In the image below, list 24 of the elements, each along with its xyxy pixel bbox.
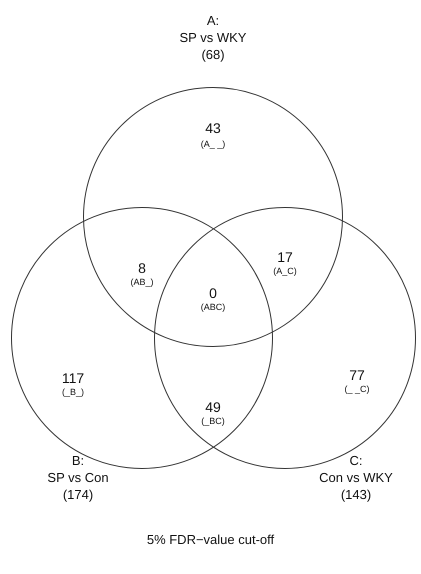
- region-count: 8: [138, 260, 146, 276]
- region-count: 17: [277, 249, 293, 265]
- region-count: 0: [209, 285, 217, 301]
- set-label: A:: [206, 12, 220, 29]
- caption: 5% FDR−value cut-off: [146, 532, 274, 547]
- region-code: (ABC): [200, 302, 226, 312]
- set-label: SP vs Con: [47, 469, 109, 486]
- set-label: SP vs WKY: [180, 29, 246, 46]
- set-label: B:: [72, 452, 84, 469]
- region-count: 49: [205, 399, 221, 415]
- region-code: (_B_): [62, 387, 84, 397]
- region-count: 117: [62, 370, 84, 386]
- region-count: 43: [205, 120, 221, 136]
- set-label: (68): [201, 46, 225, 63]
- set-label: C:: [350, 452, 362, 469]
- region-code: (_BC): [201, 416, 225, 426]
- region-code: (AB_): [130, 277, 154, 287]
- set-label: (174): [62, 486, 94, 503]
- region-code: (A_ _): [200, 139, 226, 149]
- region-count: 77: [349, 367, 365, 383]
- set-label: Con vs WKY: [319, 469, 393, 486]
- set-label: (143): [340, 486, 372, 503]
- region-code: (_ _C): [344, 384, 370, 394]
- region-code: (A_C): [273, 266, 297, 276]
